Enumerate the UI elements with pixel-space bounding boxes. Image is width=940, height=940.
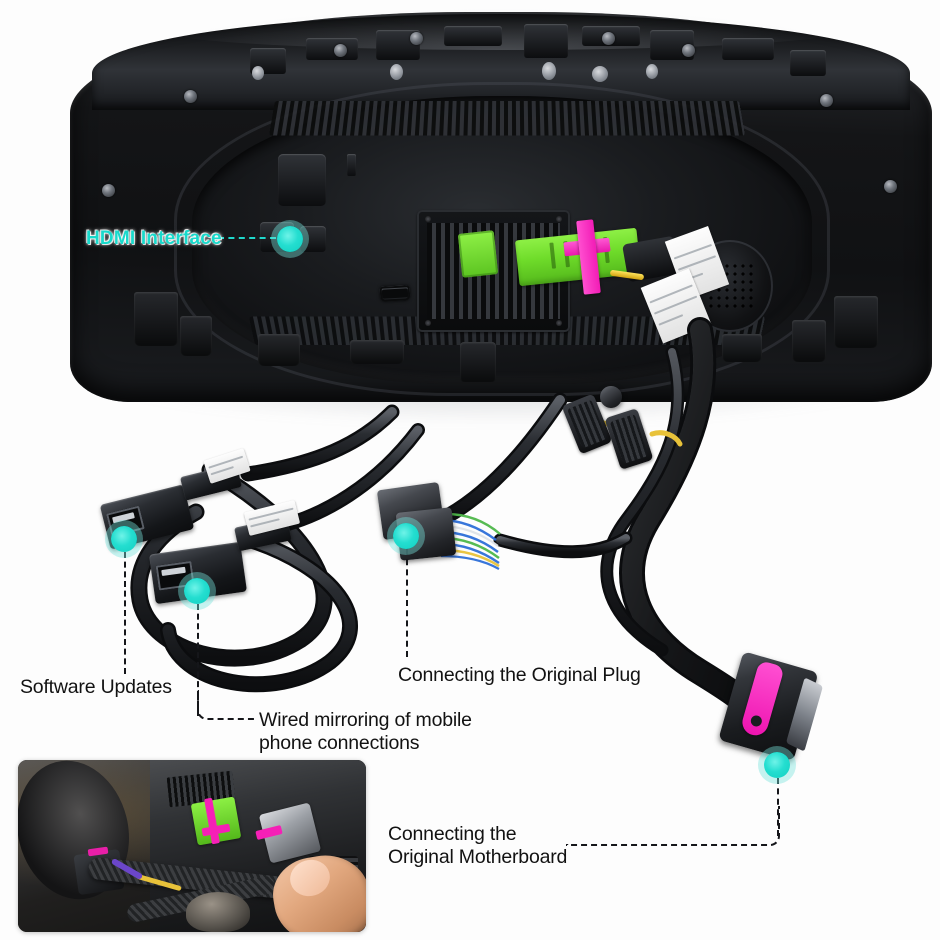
vent-panel-screw	[556, 216, 562, 222]
motherboard-label-line1: Connecting the	[388, 823, 517, 845]
cluster-hole	[542, 62, 556, 80]
cluster-screw	[410, 32, 423, 45]
cluster-hole	[592, 66, 608, 82]
original-plug-label: Connecting the Original Plug	[398, 664, 641, 686]
cluster-hole	[390, 64, 403, 80]
hdmi-callout-line	[218, 237, 276, 239]
inset-metal-bracket	[186, 892, 250, 932]
hdmi-port	[379, 285, 411, 302]
cluster-recess	[300, 226, 326, 252]
cluster-mount-tab	[722, 334, 762, 362]
installation-photo	[18, 760, 366, 932]
hdmi-port-slot	[381, 288, 409, 299]
motherboard-label-line2: Original Motherboard	[388, 846, 568, 868]
vent-panel-screw	[425, 320, 431, 326]
cluster-screw	[682, 44, 695, 57]
wired-mirroring-callout-line	[197, 604, 199, 716]
cluster-mount-tab	[792, 320, 826, 362]
wired-mirroring-callout-corner	[197, 690, 257, 720]
hdmi-interface-label: HDMI Interface	[86, 228, 222, 249]
cluster-mount-tab	[134, 292, 178, 346]
cluster-recess	[278, 154, 326, 206]
original-plug-callout-line	[406, 549, 408, 657]
cluster-clip	[722, 38, 774, 60]
cluster-mount-tab	[834, 296, 878, 348]
cluster-mount-tab	[460, 342, 496, 382]
software-updates-callout-line	[124, 552, 126, 674]
cluster-slot	[347, 154, 356, 176]
cluster-hole	[646, 64, 658, 79]
cluster-hole	[252, 66, 264, 80]
wired-mirroring-label-line1: Wired mirroring of mobile	[259, 709, 472, 731]
green-connector-tail	[457, 230, 499, 278]
wired-mirroring-marker-dot	[184, 578, 210, 604]
cluster-screw	[602, 32, 615, 45]
hdmi-marker-dot	[277, 226, 303, 252]
cluster-clip	[306, 38, 358, 60]
cluster-screw	[334, 44, 347, 57]
vent-panel-screw	[556, 320, 562, 326]
wire-label-tag	[203, 448, 251, 484]
cluster-clip	[444, 26, 502, 46]
wired-mirroring-label-line2: phone connections	[259, 732, 420, 754]
motherboard-marker-dot	[764, 752, 790, 778]
software-updates-label: Software Updates	[20, 676, 172, 698]
cluster-mount-tab	[180, 316, 212, 356]
cluster-screw	[884, 180, 897, 193]
cluster-screw	[102, 184, 115, 197]
cluster-screw	[820, 94, 833, 107]
software-updates-marker-dot	[111, 526, 137, 552]
vent-panel-screw	[425, 216, 431, 222]
cluster-clip	[524, 24, 568, 58]
cluster-screw	[184, 90, 197, 103]
cluster-mount-tab	[350, 340, 404, 364]
original-plug-marker-dot	[393, 523, 419, 549]
cluster-mount-tab	[258, 334, 300, 366]
cluster-vent-slots-top	[268, 100, 746, 136]
cluster-clip	[790, 50, 826, 76]
instrument-cluster-photo	[62, 4, 940, 424]
motherboard-callout-corner	[566, 806, 780, 846]
